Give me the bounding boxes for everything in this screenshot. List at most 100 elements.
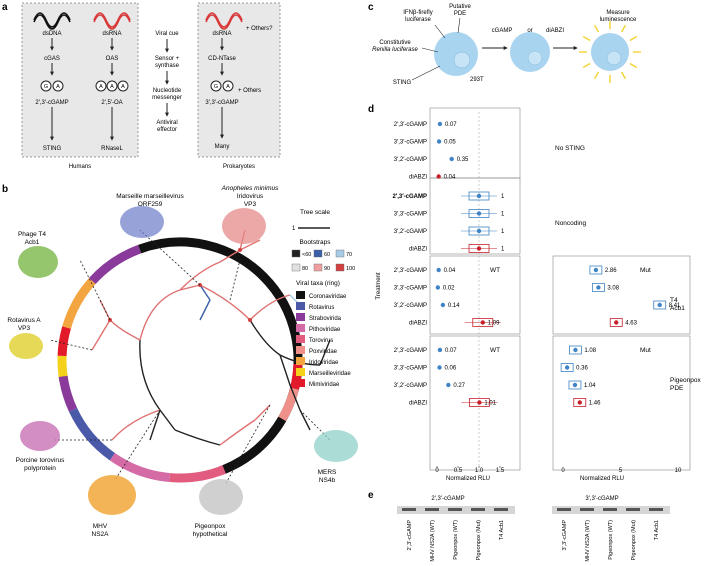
anopheles-label-1: Anopheles minimus bbox=[221, 185, 279, 192]
bootstrap-label: 100 bbox=[346, 266, 355, 272]
others-q-text: + Others? bbox=[246, 26, 273, 32]
taxa-label: Strabovirida bbox=[309, 316, 342, 322]
group-name: Noncoding bbox=[555, 220, 586, 227]
sensor-text-1: Sensor + bbox=[155, 56, 180, 62]
ray bbox=[593, 71, 600, 80]
x-tick-left: 0.5 bbox=[454, 468, 463, 474]
dsrna-text: dsRNA bbox=[102, 31, 121, 37]
group-name: No STING bbox=[555, 145, 585, 152]
ring-segment bbox=[218, 398, 296, 476]
value-label-mut: 2.86 bbox=[605, 268, 617, 274]
taxa-swatch bbox=[296, 379, 305, 387]
phage-label-2: Acb1 bbox=[25, 239, 40, 246]
data-point bbox=[437, 347, 443, 353]
data-point bbox=[480, 320, 485, 325]
ring-segment bbox=[62, 278, 96, 329]
mut-label: Mut bbox=[640, 267, 651, 274]
cgamp-c-label: cGAMP bbox=[492, 28, 513, 34]
ray bbox=[629, 62, 638, 69]
value-label: 0.27 bbox=[453, 383, 465, 389]
ifn-label-2: luciferase bbox=[405, 17, 431, 23]
value-label-mut: 8.41 bbox=[669, 303, 681, 309]
torovirus-label-2: polyprotein bbox=[24, 465, 56, 472]
ring-segment bbox=[88, 244, 142, 285]
cell-1-icon bbox=[434, 32, 478, 76]
dsrna-icon bbox=[93, 12, 131, 28]
treatment-label: 2′,3′-cGAMP bbox=[392, 194, 427, 200]
treatment-label: 3′,3′-cGAMP bbox=[394, 140, 427, 146]
tree-scale-text: Tree scale bbox=[300, 209, 330, 216]
taxa-label: Coronaviridae bbox=[309, 294, 347, 300]
svg-text:A: A bbox=[121, 84, 125, 90]
ray bbox=[582, 62, 591, 69]
bootstrap-swatch bbox=[291, 263, 301, 272]
dsdna-icon bbox=[33, 12, 71, 28]
measure-label-2: luminescence bbox=[600, 17, 637, 23]
cell-label: 293T bbox=[470, 77, 484, 83]
value-label: 0.04 bbox=[444, 268, 456, 274]
bootstrap-swatch bbox=[291, 249, 301, 258]
humans-box bbox=[21, 2, 139, 158]
data-point-mut bbox=[572, 382, 578, 388]
value-label: 0.07 bbox=[445, 122, 457, 128]
box-mut bbox=[609, 318, 623, 327]
svg-text:A: A bbox=[99, 84, 103, 90]
x-tick-left: 1.5 bbox=[496, 468, 505, 474]
treatment-label: diABZI bbox=[409, 247, 427, 253]
bootstrap-label: 70 bbox=[346, 252, 352, 258]
gel-band bbox=[580, 508, 594, 511]
data-point-mut bbox=[596, 285, 601, 290]
value-label: 1 bbox=[501, 229, 505, 235]
data-point-mut bbox=[614, 320, 619, 325]
wt-label: WT bbox=[490, 267, 500, 274]
treatment-label: diABZI bbox=[409, 321, 427, 327]
data-point bbox=[446, 382, 451, 388]
taxa-swatch bbox=[296, 335, 305, 343]
torovirus-label-1: Porcine torovirus bbox=[16, 457, 66, 464]
data-point bbox=[436, 139, 442, 144]
ring-segment bbox=[109, 452, 171, 483]
panel-e-label: e bbox=[368, 490, 374, 501]
value-label-mut: 4.63 bbox=[625, 321, 637, 327]
ray bbox=[620, 71, 627, 80]
oa-glyph-icon: A A A bbox=[95, 80, 129, 92]
lane-label: 2′,3′-cGAMP bbox=[407, 520, 413, 551]
taxa-legend: CoronaviridaeRotavirusStraboviridaPithov… bbox=[296, 291, 351, 388]
sensor-text-2: synthase bbox=[155, 63, 180, 69]
box-mut bbox=[589, 265, 603, 275]
taxa-label: Iridoviridae bbox=[309, 360, 339, 366]
anopheles-label-3: VP3 bbox=[244, 201, 257, 208]
bootstrap-label: <60 bbox=[302, 252, 311, 258]
prok-cgamp-glyph-icon: G A bbox=[210, 80, 234, 92]
svg-text:A: A bbox=[110, 84, 114, 90]
lane-label: T4 Acb1 bbox=[654, 520, 660, 540]
treatment-label: 2′,3′-cGAMP bbox=[394, 268, 427, 274]
ring-segment bbox=[222, 416, 287, 474]
data-point bbox=[476, 211, 482, 216]
value-label-mut: 1.08 bbox=[584, 348, 596, 354]
taxa-label: Torovirus bbox=[309, 338, 333, 344]
rotavirus-label-2: VP3 bbox=[18, 325, 31, 332]
oa-text: 2′,5′-OA bbox=[101, 100, 122, 106]
panel-b-label: b bbox=[2, 184, 8, 195]
lane-label: MHV NS2A (WT) bbox=[585, 520, 591, 562]
box-mut bbox=[592, 283, 605, 292]
lane-label: Pigeonpox (Mut) bbox=[631, 520, 637, 561]
taxa-label: Rotavirus bbox=[309, 305, 334, 311]
group-name: T4 bbox=[670, 297, 678, 304]
data-point-mut bbox=[577, 400, 582, 405]
box-mut bbox=[569, 345, 582, 355]
lane-label: MHV NS2A (WT) bbox=[430, 520, 436, 562]
taxa-swatch bbox=[296, 368, 305, 376]
box-mut bbox=[573, 398, 587, 407]
taxa-label: Marseilleviridae bbox=[309, 371, 351, 377]
lane-label: 3′,3′-cGAMP bbox=[562, 520, 568, 551]
x-tick-right: 5 bbox=[619, 468, 623, 474]
mhv-label-2: NS2A bbox=[92, 531, 110, 538]
gel-band bbox=[603, 508, 617, 511]
bootstraps-title: Bootstraps bbox=[299, 239, 331, 246]
cdntase-text: CD-NTase bbox=[208, 56, 236, 62]
group-frame bbox=[429, 177, 521, 255]
